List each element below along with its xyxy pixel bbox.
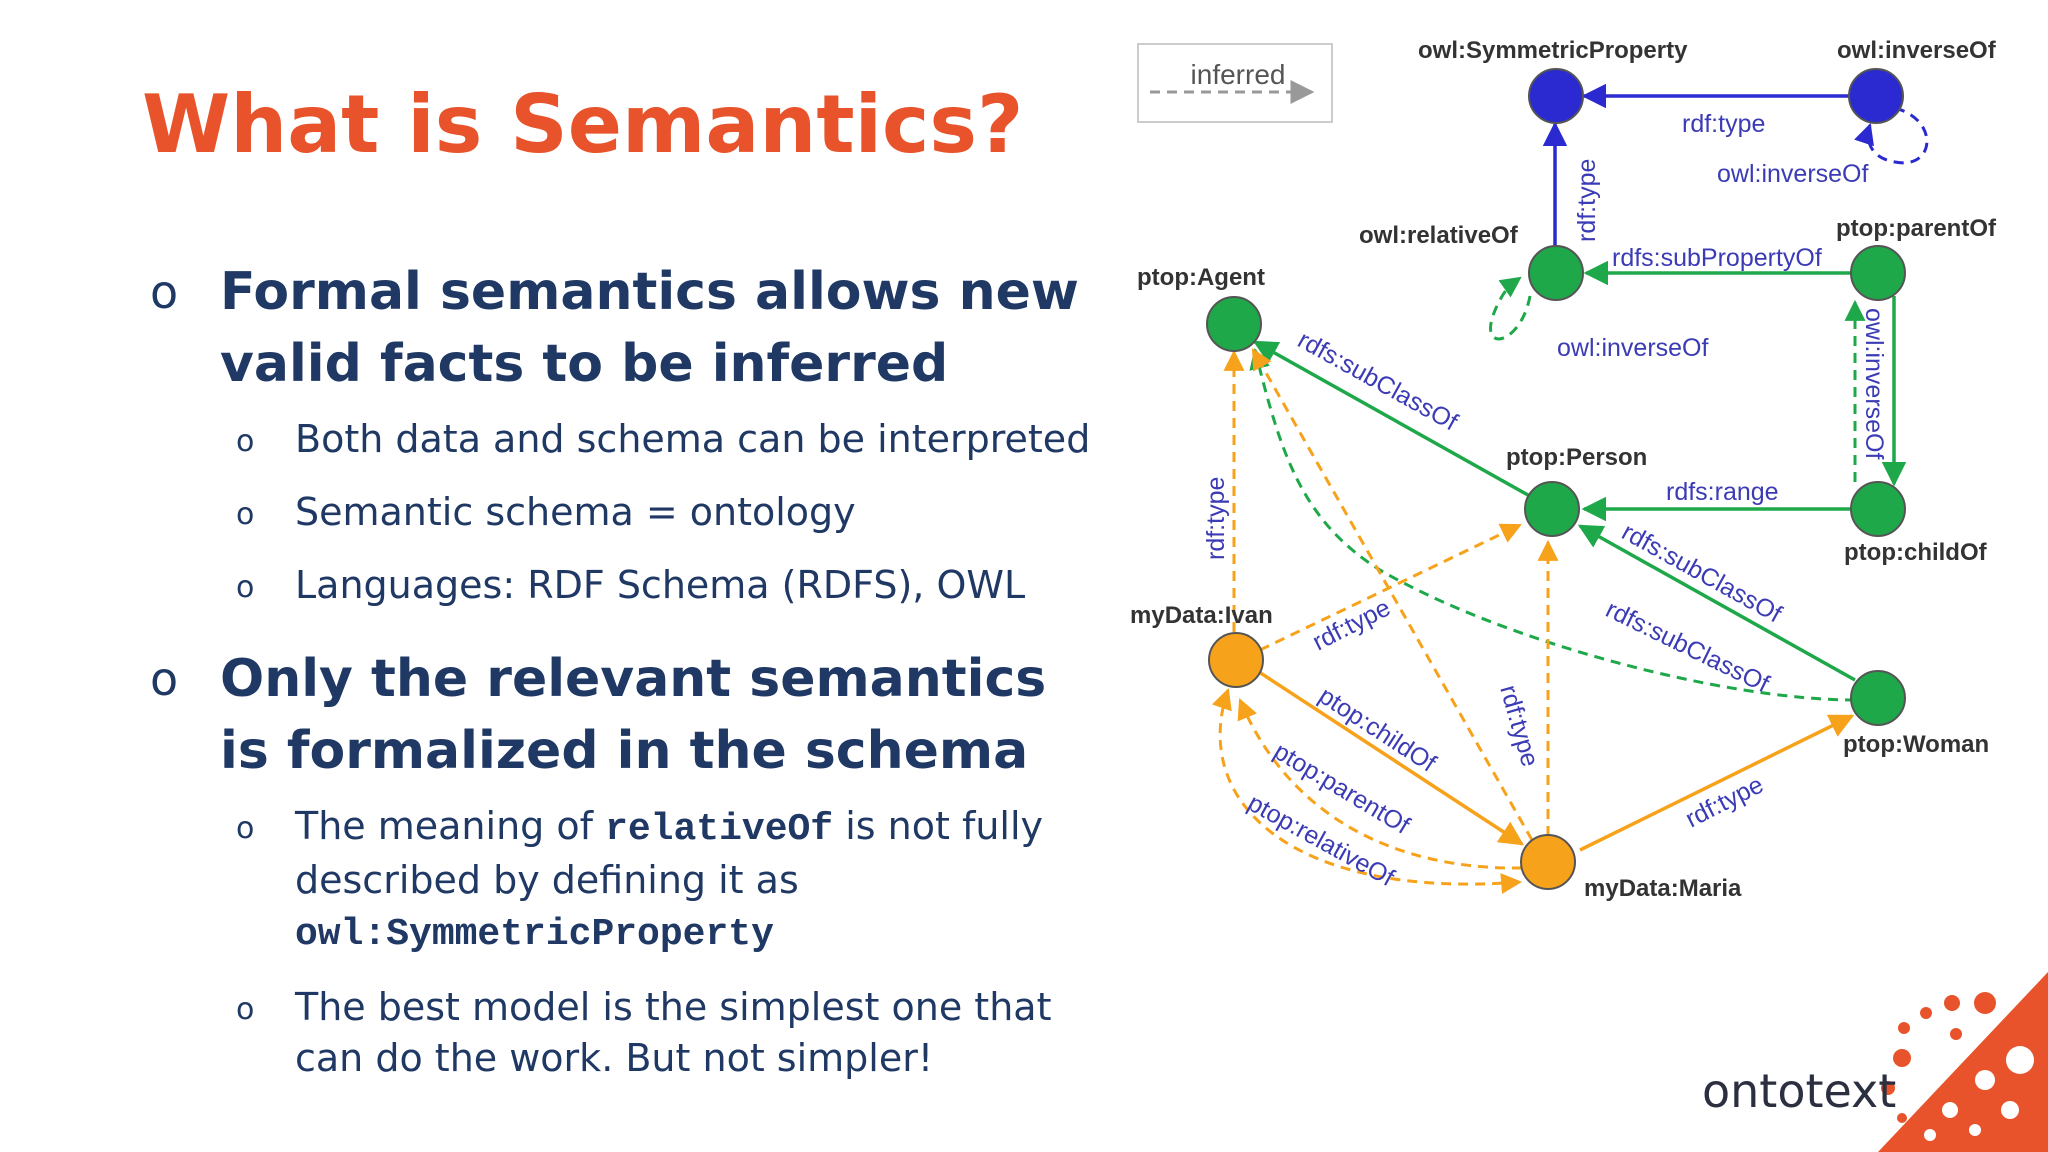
- logo-dot: [1893, 1049, 1911, 1067]
- sub-bullet-text: Semantic schema = ontology: [295, 490, 856, 534]
- logo-dot: [2001, 1101, 2019, 1119]
- edge-label-inverseof: owl:inverseOf: [1860, 308, 1888, 459]
- bullet-formal-semantics: o Formal semantics allows new valid fact…: [150, 256, 1110, 400]
- logo-dot: [1944, 995, 1960, 1011]
- logo-dot: [1920, 1007, 1932, 1019]
- sub-bullet-text: The meaning of: [295, 804, 606, 848]
- label-parentof: ptop:parentOf: [1836, 215, 1997, 242]
- sub-bullet-marker: o: [236, 811, 255, 846]
- bullet-list: o Formal semantics allows new valid fact…: [150, 256, 1110, 1106]
- sub-bullet-text: Languages: RDF Schema (RDFS), OWL: [295, 563, 1026, 607]
- bullet-relevant-semantics: o Only the relevant semantics is formali…: [150, 643, 1110, 787]
- edge-label-subclassof: rdfs:subClassOf: [1293, 326, 1462, 437]
- edge-maria-type-woman: [1579, 714, 1855, 852]
- edge-woman-subclass-person: [1577, 524, 1856, 682]
- bullet-text: Formal semantics allows new valid facts …: [220, 262, 1079, 394]
- edge-ivan-type-person: [1259, 523, 1522, 652]
- edge-label-type: rdf:type: [1308, 594, 1395, 657]
- node-relativeof: [1528, 245, 1584, 301]
- label-inverseof: owl:inverseOf: [1837, 37, 1997, 64]
- label-person: ptop:Person: [1506, 444, 1647, 471]
- label-ivan: myData:Ivan: [1130, 602, 1273, 629]
- logo-dot: [1898, 1022, 1910, 1034]
- logo-dot: [1881, 1081, 1895, 1095]
- node-parentof: [1850, 245, 1906, 301]
- edge-label-type: rdf:type: [1494, 682, 1544, 770]
- bullet-marker: o: [150, 265, 179, 319]
- edge-label-type: rdf:type: [1573, 159, 1601, 242]
- edge-label-type: rdf:type: [1682, 110, 1765, 138]
- logo-dot: [1942, 1102, 1958, 1118]
- code-relativeof: relativeOf: [605, 808, 834, 851]
- sub-bullet-marker: o: [236, 424, 255, 459]
- node-woman: [1850, 670, 1906, 726]
- node-inverseof: [1848, 68, 1904, 124]
- legend: inferred: [1137, 43, 1333, 123]
- brand-name: ontotext: [1702, 1064, 1897, 1118]
- node-agent: [1206, 296, 1262, 352]
- sub-bullet-text: The best model is the simplest one that …: [295, 985, 1052, 1080]
- sub-bullet: o Languages: RDF Schema (RDFS), OWL: [150, 560, 1110, 611]
- logo-dot: [2006, 1046, 2034, 1074]
- edge-ivan-relativeof-maria: [1211, 688, 1523, 894]
- sub-bullet-text: Both data and schema can be interpreted: [295, 417, 1091, 461]
- node-maria: [1520, 834, 1576, 890]
- node-ivan: [1208, 632, 1264, 688]
- logo-dot: [1974, 992, 1996, 1014]
- node-symmetricproperty: [1528, 68, 1584, 124]
- edge-inverseof-self: [1854, 106, 1929, 165]
- bullet-text: Only the relevant semantics is formalize…: [220, 649, 1047, 781]
- edge-label-type: rdf:type: [1202, 477, 1230, 560]
- bullet-marker: o: [150, 652, 179, 706]
- logo-dot: [1950, 1028, 1962, 1040]
- slide-title: What is Semantics?: [142, 78, 1024, 171]
- logo-dot: [1897, 1113, 1907, 1123]
- sub-bullet: o Semantic schema = ontology: [150, 487, 1110, 538]
- edge-label-inverseof: owl:inverseOf: [1717, 160, 1868, 188]
- sub-bullet-marker: o: [236, 992, 255, 1027]
- edge-label-subpropertyof: rdfs:subPropertyOf: [1612, 244, 1822, 272]
- edge-label-inverseof: owl:inverseOf: [1557, 334, 1708, 362]
- edge-label-childof: ptop:childOf: [1314, 682, 1441, 778]
- node-person: [1524, 481, 1580, 537]
- edge-label-range: rdfs:range: [1666, 478, 1779, 506]
- legend-label: inferred: [1191, 59, 1286, 90]
- logo-dot: [1969, 1124, 1981, 1136]
- logo-dot: [1924, 1129, 1936, 1141]
- sub-bullet: o The meaning of relativeOf is not fully…: [150, 801, 1110, 960]
- edge-person-subclass-agent: [1252, 340, 1529, 497]
- label-symmetricproperty: owl:SymmetricProperty: [1418, 37, 1688, 64]
- ontotext-logo: [1878, 972, 2048, 1152]
- sub-bullet-marker: o: [236, 570, 255, 605]
- sub-bullet-text: is not fully described by defining it as: [295, 804, 1044, 902]
- sub-bullet: o The best model is the simplest one tha…: [150, 982, 1110, 1084]
- edge-woman-subclass-agent: [1249, 347, 1856, 702]
- edge-relativeof-self-inverse: [1489, 276, 1532, 341]
- label-childof: ptop:childOf: [1844, 539, 1988, 566]
- logo-dot: [1975, 1070, 1995, 1090]
- label-relativeof: owl:relativeOf: [1359, 222, 1519, 249]
- label-agent: ptop:Agent: [1137, 264, 1265, 291]
- label-woman: ptop:Woman: [1843, 731, 1989, 758]
- sub-bullet: o Both data and schema can be interprete…: [150, 414, 1110, 465]
- node-childof: [1850, 481, 1906, 537]
- code-symmetricproperty: owl:SymmetricProperty: [295, 913, 774, 956]
- label-maria: myData:Maria: [1584, 875, 1742, 902]
- sub-bullet-marker: o: [236, 497, 255, 532]
